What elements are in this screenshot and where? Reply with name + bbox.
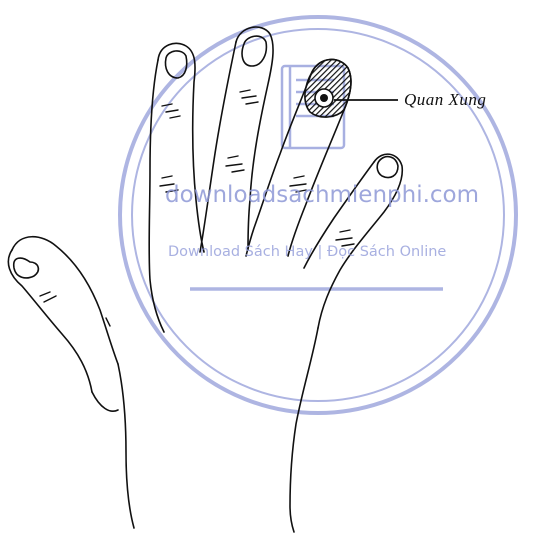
- watermark-tagline-text: Download Sách Hay | Đọc Sách Online: [168, 244, 446, 260]
- acupoint-label: Quan Xung: [404, 90, 486, 110]
- watermark-site-text: downloadsachmienphi.com: [165, 182, 479, 208]
- quan-xung-point: [305, 59, 351, 117]
